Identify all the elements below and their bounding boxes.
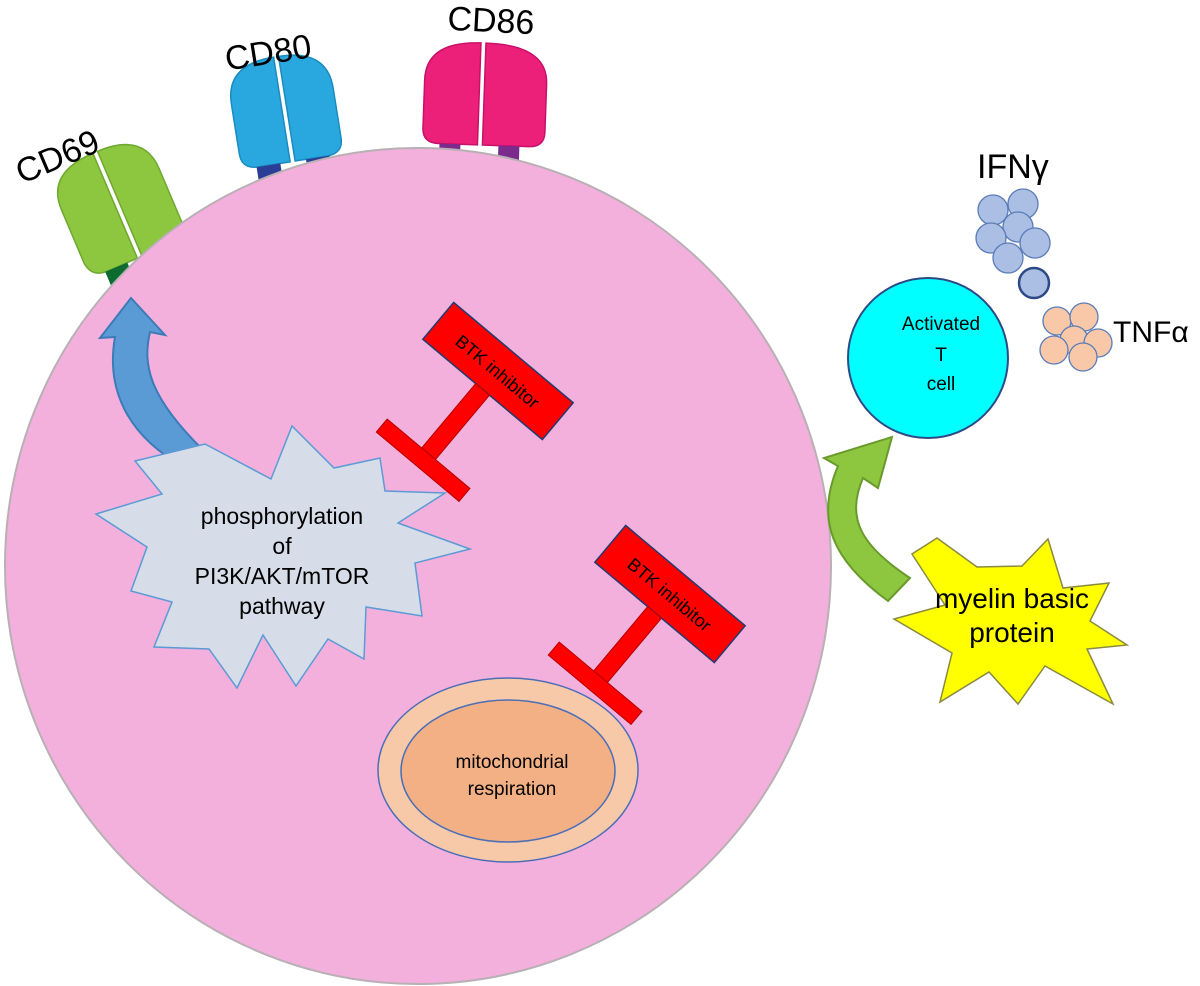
t-cell-label-line1: Activated [902,314,980,335]
pathway-label-line1: phosphorylation [201,503,363,529]
mitochondrion-label-line1: mitochondrial [456,752,569,773]
activated-t-cell [847,277,1009,439]
ifn-gamma-particles [975,188,1051,300]
b-cell-body [4,147,832,985]
cd86-receptor [422,42,548,162]
cd80-right-subunit [277,54,343,162]
tnf-particle [1068,342,1098,372]
tnf-particle [1039,335,1069,365]
ifn-particle [1019,227,1051,259]
ifn-particle [992,242,1024,274]
inhibitor-top-blocker [375,418,471,503]
cd86-left-subunit [422,42,482,146]
cd69-left-subunit [57,152,139,274]
cd86-label: CD86 [447,0,536,42]
antigen-label-line2: protein [969,617,1055,648]
tnf-alpha-particles [1039,302,1113,372]
cd86-right-subunit [481,42,548,148]
pathway-label-line4: pathway [239,593,325,619]
myelin-basic-protein-burst [892,537,1130,706]
activation-arrow [821,435,912,603]
pathway-burst [94,424,473,690]
ifn-gamma-label: IFNγ [977,148,1049,186]
mitochondrion-label-line2: respiration [468,779,557,800]
signal-arrow [97,296,206,469]
ifn-particle [1017,266,1051,300]
antigen-label-line1: myelin basic [935,583,1089,614]
mitochondrion-inner [400,699,616,843]
ifn-particle [977,194,1009,226]
pathway-label-line3: PI3K/AKT/mTOR [195,563,370,589]
tnf-alpha-label: TNFα [1113,316,1189,349]
ifn-particle [975,222,1007,254]
pathway-label-line2: of [272,533,292,559]
t-cell-label-line2: T [935,345,947,366]
inhibitor-bottom-blocker [547,641,643,726]
t-cell-label-line3: cell [927,374,956,395]
cd80-left-subunit [229,56,292,168]
